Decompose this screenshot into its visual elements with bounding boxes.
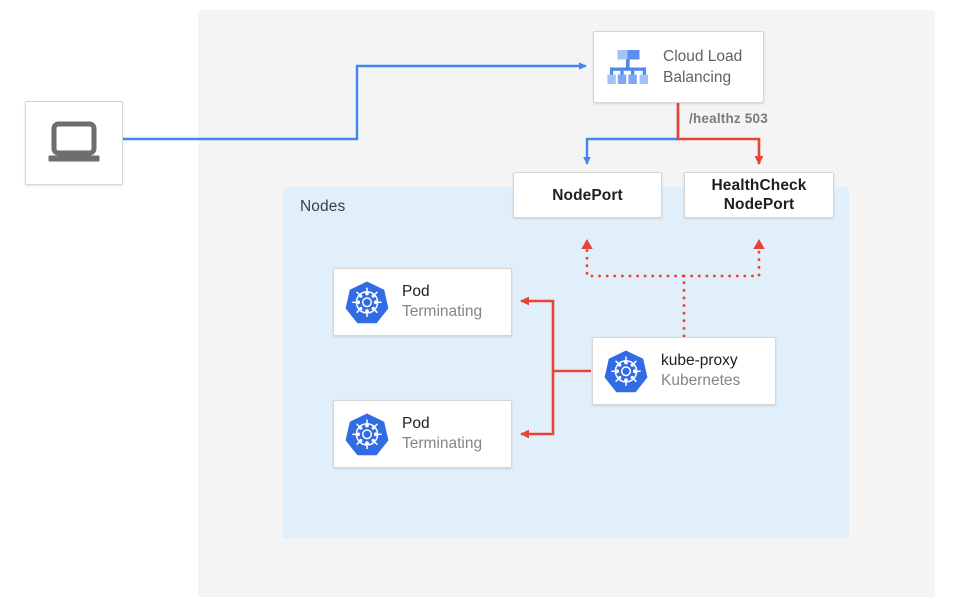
- cloud-load-balancing-node[interactable]: Cloud Load Balancing: [593, 31, 764, 103]
- pod-node-2[interactable]: Pod Terminating: [333, 400, 512, 468]
- cloud-load-balancing-icon: [607, 50, 648, 84]
- pod-title: Pod: [402, 415, 430, 432]
- kube-proxy-subtitle: Kubernetes: [661, 372, 741, 389]
- kubernetes-icon: [604, 350, 648, 393]
- healthz-edge-label: /healthz 503: [689, 111, 768, 126]
- healthcheck-nodeport-node[interactable]: HealthCheck NodePort: [684, 172, 834, 218]
- kubernetes-icon: [345, 413, 389, 456]
- pod-status: Terminating: [402, 303, 483, 320]
- pod-node-1[interactable]: Pod Terminating: [333, 268, 512, 336]
- pod-status: Terminating: [402, 435, 483, 452]
- nodes-region-label: Nodes: [300, 198, 346, 215]
- pod-title: Pod: [402, 283, 430, 300]
- client-node[interactable]: [25, 101, 123, 185]
- kubernetes-icon: [345, 281, 389, 324]
- cloud-load-balancing-label: Cloud Load Balancing: [663, 48, 743, 86]
- kube-proxy-node[interactable]: kube-proxy Kubernetes: [592, 337, 776, 405]
- laptop-icon: [48, 121, 100, 162]
- kube-proxy-title: kube-proxy: [661, 352, 738, 369]
- healthcheck-nodeport-label: HealthCheck NodePort: [711, 177, 807, 213]
- nodeport-node[interactable]: NodePort: [513, 172, 662, 218]
- nodeport-label: NodePort: [552, 186, 623, 204]
